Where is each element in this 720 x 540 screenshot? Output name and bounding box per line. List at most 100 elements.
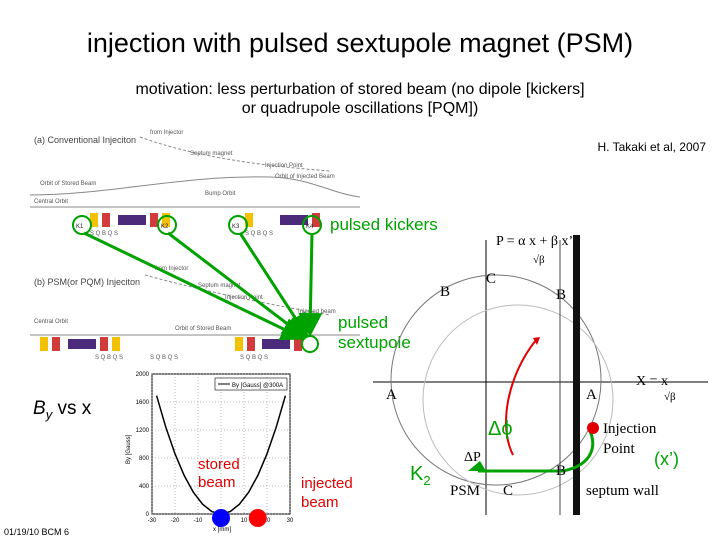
beam-marker	[248, 509, 267, 527]
dphi-arrowhead	[468, 461, 486, 471]
kicker-k1: K1	[72, 215, 92, 235]
svg-text:By [Gauss] @300A: By [Gauss] @300A	[232, 383, 283, 389]
chart-y-label: By [Gauss]	[126, 434, 132, 464]
phase-space-diagram: P = α x + β x’ √β B C B A A X = x √β Inj…	[373, 234, 708, 515]
y-tick-label: 1200	[136, 428, 150, 434]
y-tick-label: 2000	[136, 372, 150, 378]
motivation-line-2: or quadrupole oscillations [PQM])	[241, 100, 479, 117]
beam-marker	[212, 509, 230, 527]
injected-path-a	[139, 136, 331, 172]
k2-label: K2	[161, 224, 169, 230]
y-tick-label: 800	[139, 456, 150, 462]
injection-point-dot	[587, 422, 599, 434]
y-tick-label: 0	[146, 512, 150, 518]
by-subscript: y	[45, 406, 53, 422]
magnet-seq-a2: S Q B Q S	[245, 231, 273, 237]
y-tick-label: 400	[139, 484, 150, 490]
pulsed-sextupole-line-1: pulsed	[338, 313, 389, 332]
x-prime-label: (x’)	[654, 449, 679, 469]
dp-kick-arrowhead	[533, 337, 540, 345]
central-orbit-label-b: Central Orbit	[34, 319, 68, 325]
x-tick-label: -10	[194, 518, 203, 524]
septum-wall-bar	[573, 235, 580, 515]
septum-magnet-label: Septum magnet	[190, 151, 233, 157]
kicker-k2: K2	[157, 215, 177, 235]
label-b-lower: B	[556, 463, 566, 479]
label-a-right: A	[586, 387, 597, 403]
x-tick-label: 20	[264, 518, 271, 524]
k2-main: K	[410, 463, 424, 485]
x-equation: X = x	[636, 374, 668, 389]
x-tick-label: -30	[148, 518, 157, 524]
bump-orbit-label: Bump Orbit	[205, 191, 236, 197]
injected-path-b	[144, 274, 331, 316]
phase-ellipse-outer	[390, 274, 602, 486]
k4-label: K4	[306, 224, 314, 230]
magnet-seq-b3: S Q B Q S	[240, 355, 268, 361]
x-denominator: √β	[664, 391, 676, 403]
from-injector-a: from Injector	[150, 130, 183, 136]
stored-beam-line-2: beam	[198, 474, 236, 491]
motivation-text: motivation: less perturbation of stored …	[0, 80, 720, 118]
label-a-left: A	[386, 387, 397, 403]
injection-label-1: Injection	[603, 421, 657, 437]
injected-beam-label: injected beam	[301, 474, 353, 512]
label-dp: ΔP	[464, 450, 481, 465]
magnet-seq-b2: S Q B Q S	[150, 355, 178, 361]
pulsed-kickers-label: pulsed kickers	[330, 215, 438, 234]
slide-title: injection with pulsed sextupole magnet (…	[86, 28, 634, 58]
k2-annotation: K2	[410, 463, 431, 488]
kicker-to-psm-arrows	[83, 231, 323, 341]
chart-legend: By [Gauss] @300A	[214, 377, 288, 391]
kicker-k3: K3	[228, 215, 248, 235]
by-vs-x-rest: vs x	[52, 398, 92, 419]
orbit-stored-label-b: Orbit of Stored Beam	[175, 326, 231, 332]
injected-beam-line-1: injected	[301, 475, 353, 492]
dphi-label: Δϕ	[488, 418, 513, 440]
k3-label: K3	[232, 224, 240, 230]
x-tick-label: 10	[241, 518, 248, 524]
magnet-row-a	[90, 213, 320, 227]
psm-marker	[301, 335, 319, 353]
label-c-bottom: C	[503, 483, 513, 499]
orbit-stored-label-a: Orbit of Stored Beam	[40, 181, 96, 187]
label-b-top: B	[440, 284, 450, 300]
orbit-injected-label: Orbit of Injected Beam	[275, 174, 335, 180]
slide-footer: 01/19/10 BCM 6	[4, 527, 70, 537]
k1-label: K1	[76, 224, 84, 230]
magnet-seq-a1: S Q B Q S	[90, 231, 118, 237]
injected-beam-label: Injected beam	[298, 309, 336, 315]
pulsed-sextupole-line-2: sextupole	[338, 333, 411, 352]
by-vs-x-label: By vs x	[33, 398, 91, 422]
central-orbit-label-a: Central Orbit	[34, 199, 68, 205]
chart-y-ticks: 0 400 800 1200 1600 2000	[136, 372, 150, 518]
motivation-line-1: motivation: less perturbation of stored …	[135, 81, 585, 98]
dp-kick-arrow	[505, 339, 537, 456]
panel-a-title: (a) Conventional Injeciton	[34, 135, 136, 145]
injected-beam-line-2: beam	[301, 494, 339, 511]
magnet-row-b	[40, 337, 302, 351]
p-equation: P = α x + β x’	[496, 234, 573, 249]
y-tick-label: 1600	[136, 400, 150, 406]
from-injector-b: from Injector	[155, 266, 188, 272]
label-psm: PSM	[450, 483, 480, 499]
phase-space-axes	[373, 240, 708, 515]
chart-markers	[212, 509, 267, 527]
septum-magnet-label-b: Septum magnet	[198, 283, 241, 289]
pulsed-sextupole-label: pulsed sextupole	[338, 313, 411, 353]
stored-beam-label: stored beam	[198, 456, 240, 492]
injection-label-2: Point	[603, 441, 636, 457]
injection-point-label-b: Injection Point	[225, 295, 263, 301]
citation: H. Takaki et al, 2007	[597, 140, 706, 154]
x-tick-label: -20	[171, 518, 180, 524]
by-symbol: B	[33, 398, 46, 419]
panel-b-title: (b) PSM(or PQM) Injeciton	[34, 277, 140, 287]
injection-schematic: (a) Conventional Injeciton from Injector…	[30, 130, 361, 361]
magnet-seq-b1: S Q B Q S	[95, 355, 123, 361]
k2-sub: 2	[423, 473, 431, 488]
x-tick-label: 30	[287, 518, 294, 524]
stored-beam-line-1: stored	[198, 456, 240, 473]
chart-x-label: x [mm]	[213, 527, 231, 533]
label-b-right: B	[556, 287, 566, 303]
bump-orbit-path	[30, 176, 361, 198]
